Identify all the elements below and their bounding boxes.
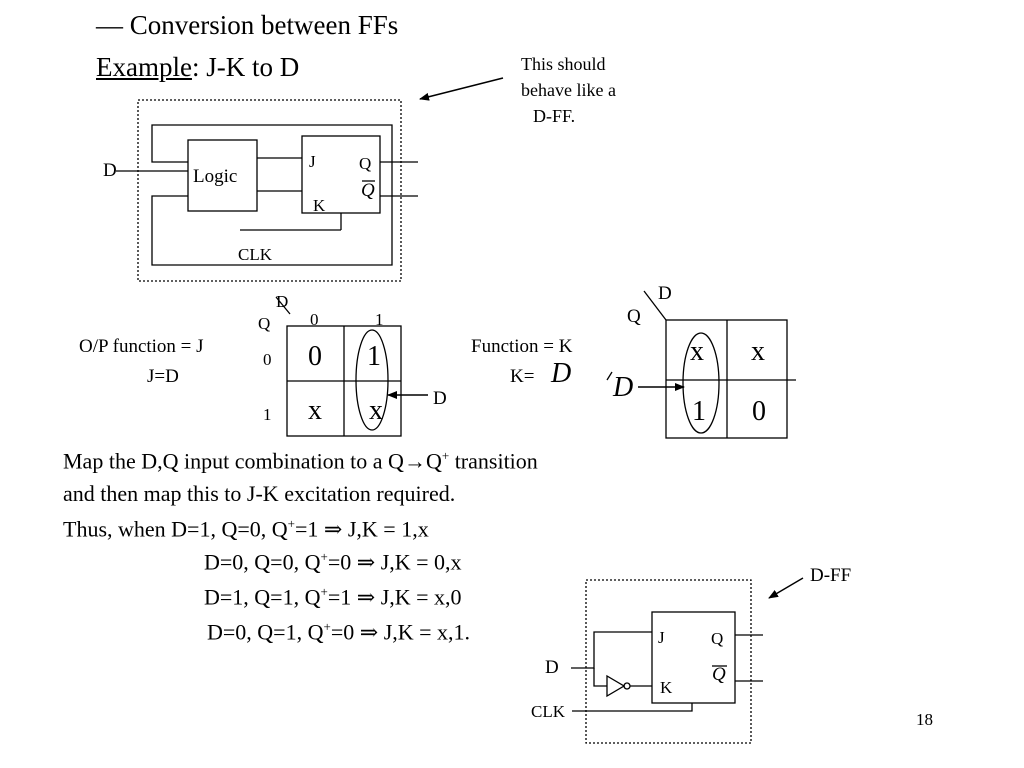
plus-superscript: + xyxy=(320,584,328,599)
kmap-k-caption-prefix: K= xyxy=(510,366,535,387)
explanation-line-2: and then map this to J-K excitation requ… xyxy=(63,481,456,506)
kmap-j-col-0: 0 xyxy=(310,310,319,329)
kmap-j-grid xyxy=(275,296,402,437)
kmap-k-caption-1: Function = K xyxy=(471,336,573,357)
kmap-k-group-label: D xyxy=(613,372,634,403)
kmap-j-col-var: D xyxy=(276,292,289,311)
transition-jk: J,K = 0,x xyxy=(375,549,462,575)
kmap-j-row-var: Q xyxy=(258,314,271,333)
plus-superscript: + xyxy=(323,619,331,634)
plus-superscript: + xyxy=(320,549,328,564)
transition-prefix: Thus, when xyxy=(63,516,172,542)
example-heading: Example: J-K to D xyxy=(96,54,299,81)
explanation-line-1-post: transition xyxy=(449,448,538,474)
top-circuit-wires xyxy=(116,99,418,282)
bottom-j-label: J xyxy=(658,628,665,647)
transition-next-state: =1 xyxy=(327,584,357,610)
logic-label: Logic xyxy=(193,166,238,187)
transition-row: D=0, Q=1, Q+=0 ⇒ J,K = x,1. xyxy=(207,620,470,643)
transition-jk: J,K = 1,x xyxy=(342,516,429,542)
callout-line-3: D-FF. xyxy=(533,106,576,126)
inverter xyxy=(606,674,626,698)
top-input-d: D xyxy=(103,160,117,181)
top-k-label: K xyxy=(313,196,326,215)
bottom-k-label: K xyxy=(660,678,673,697)
kmap-j-group-label: D xyxy=(433,388,447,409)
kmap-j-caption-2: J=D xyxy=(147,366,179,387)
bottom-q-label: Q xyxy=(711,629,724,648)
transition-inputs: D=1, Q=1, Q xyxy=(204,584,321,610)
kmap-k-cell: x xyxy=(690,336,704,367)
q-symbol: Q xyxy=(425,448,442,474)
kmap-j-cell: x xyxy=(308,395,322,426)
kmap-j-group-ellipse xyxy=(355,329,389,431)
bottom-input-d: D xyxy=(545,657,559,678)
slide-title: — Conversion between FFs xyxy=(96,10,399,40)
transition-inputs: D=0, Q=1, Q xyxy=(207,619,324,645)
top-qbar-label: Q xyxy=(361,180,375,201)
callout-line-1: This should xyxy=(521,54,606,74)
transition-row: D=1, Q=1, Q+=1 ⇒ J,K = x,0 xyxy=(204,585,462,608)
bottom-dotted-boundary xyxy=(585,579,752,744)
kmap-k-cell: x xyxy=(751,336,765,367)
top-q-label: Q xyxy=(359,154,372,173)
kmap-j-cell: x xyxy=(369,395,383,426)
top-dotted-boundary xyxy=(137,99,402,282)
dff-callout-arrow xyxy=(768,577,804,599)
implies-symbol: ⇒ xyxy=(356,549,376,575)
page-number: 18 xyxy=(916,710,933,729)
transition-next-state: =0 xyxy=(327,549,357,575)
kmap-k-cell: 1 xyxy=(692,396,706,427)
explanation-line-1-pre: Map the D,Q input combination to a Q xyxy=(63,448,404,474)
kmap-j-caption-1: O/P function = J xyxy=(79,336,204,357)
transition-row: D=0, Q=0, Q+=0 ⇒ J,K = 0,x xyxy=(204,550,462,573)
plus-superscript: + xyxy=(287,516,295,531)
kmap-j-cell: 0 xyxy=(308,341,322,372)
example-word: Example xyxy=(96,52,192,82)
explanation-line-1: Map the D,Q input combination to a Q→Q+ … xyxy=(63,449,538,472)
logic-block xyxy=(187,139,258,212)
callout-line-2: behave like a xyxy=(521,80,616,100)
bottom-circuit-wires xyxy=(571,579,763,744)
kmap-j-col-1: 1 xyxy=(375,310,384,329)
transition-jk: J,K = x,0 xyxy=(375,584,462,610)
transition-next-state: =1 xyxy=(294,516,324,542)
example-rest: : J-K to D xyxy=(191,52,300,82)
kmap-j-row-1: 1 xyxy=(263,405,272,424)
top-j-label: J xyxy=(309,152,316,171)
dff-callout-label: D-FF xyxy=(810,565,852,586)
kmap-k-row-var: Q xyxy=(627,306,641,327)
top-callout-arrow xyxy=(419,77,504,101)
implies-symbol: ⇒ xyxy=(359,619,379,645)
transition-jk: J,K = x,1. xyxy=(378,619,471,645)
bottom-clk-label: CLK xyxy=(531,702,565,721)
kmap-j-cell: 1 xyxy=(367,341,381,372)
jk-flipflop-bottom xyxy=(651,611,736,704)
transition-row: Thus, when D=1, Q=0, Q+=1 ⇒ J,K = 1,x xyxy=(63,517,429,540)
plus-superscript: + xyxy=(441,448,450,463)
kmap-k-cell: 0 xyxy=(752,396,766,427)
transition-next-state: =0 xyxy=(330,619,360,645)
implies-symbol: ⇒ xyxy=(323,516,343,542)
transition-inputs: D=0, Q=0, Q xyxy=(204,549,321,575)
bottom-qbar-label: Q xyxy=(712,664,726,685)
top-clk-label: CLK xyxy=(238,245,272,264)
kmap-j-row-0: 0 xyxy=(263,350,272,369)
transition-inputs: D=1, Q=0, Q xyxy=(171,516,288,542)
right-arrow-symbol: → xyxy=(403,448,426,474)
implies-symbol: ⇒ xyxy=(356,584,376,610)
kmap-k-caption-var: D xyxy=(551,358,572,389)
kmap-k-col-var: D xyxy=(658,283,672,304)
